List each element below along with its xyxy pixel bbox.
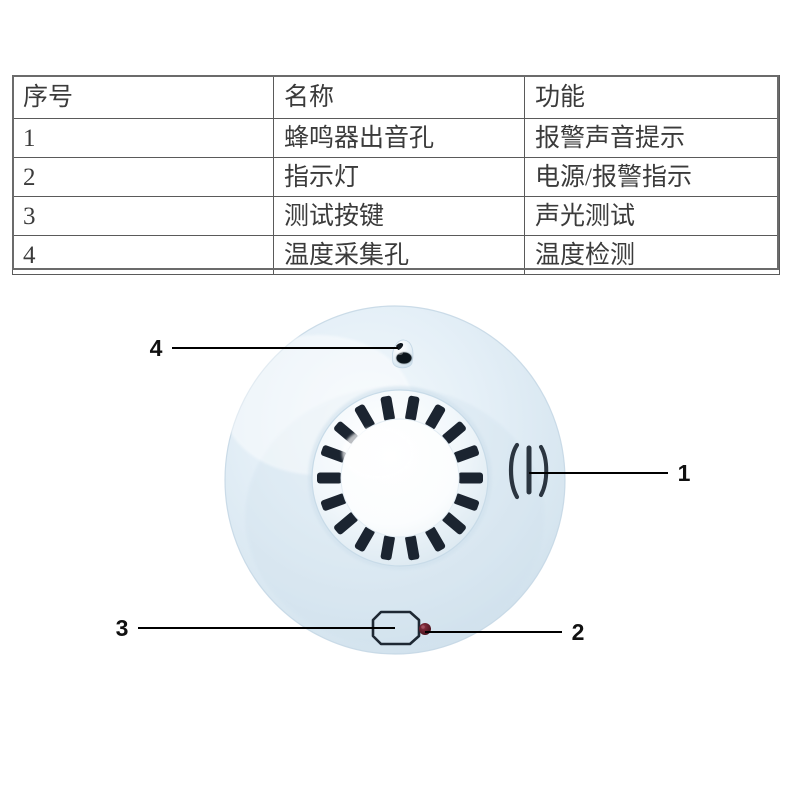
table-row: 1 蜂鸣器出音孔 报警声音提示 [12, 118, 780, 158]
callout-leader-lines [138, 347, 668, 633]
vent-slot [380, 534, 395, 561]
cell-name: 蜂鸣器出音孔 [273, 118, 525, 158]
temperature-sensor-hole [391, 339, 414, 369]
vent-slot [317, 472, 342, 484]
vent-slot [405, 534, 420, 561]
smoke-detector-diagram: 4 1 3 2 [0, 285, 800, 705]
callout-number-4: 4 [150, 335, 163, 361]
vent-slot [458, 472, 483, 484]
cell-function: 温度检测 [524, 235, 780, 275]
table-header-row: 序号 名称 功能 [12, 75, 780, 119]
callout-number-1: 1 [678, 460, 691, 486]
vent-slot [425, 404, 446, 430]
cell-index: 4 [12, 235, 274, 275]
vent-slot-ring [317, 395, 483, 561]
cell-function: 电源/报警指示 [524, 157, 780, 197]
callout-number-3: 3 [116, 615, 129, 641]
test-button[interactable] [371, 610, 421, 646]
vent-slot [425, 526, 446, 552]
table-row: 4 温度采集孔 温度检测 [12, 235, 780, 275]
parts-table-container: 序号 名称 功能 1 蜂鸣器出音孔 报警声音提示 2 指示灯 电源/报警指示 3… [12, 75, 780, 275]
cell-name: 指示灯 [273, 157, 525, 197]
cell-name: 温度采集孔 [273, 235, 525, 275]
vent-slot [380, 395, 395, 422]
cell-index: 3 [12, 196, 274, 236]
sensor-dome [308, 386, 492, 570]
callout-number-2: 2 [572, 619, 585, 645]
column-header-function: 功能 [524, 75, 780, 119]
buzzer-sound-hole-icon [508, 442, 549, 500]
vent-slot [320, 445, 347, 463]
vent-slot [442, 512, 466, 535]
column-header-index: 序号 [12, 75, 274, 119]
cell-index: 2 [12, 157, 274, 197]
detector-illustration: 4 1 3 2 [116, 305, 691, 655]
vent-slot [320, 493, 347, 511]
cell-function: 声光测试 [524, 196, 780, 236]
table-row: 2 指示灯 电源/报警指示 [12, 157, 780, 197]
vent-slot [453, 445, 480, 463]
table-row: 3 测试按键 声光测试 [12, 196, 780, 236]
parts-table: 序号 名称 功能 1 蜂鸣器出音孔 报警声音提示 2 指示灯 电源/报警指示 3… [12, 75, 780, 275]
cell-index: 1 [12, 118, 274, 158]
cell-function: 报警声音提示 [524, 118, 780, 158]
vent-slot [354, 404, 375, 430]
cell-name: 测试按键 [273, 196, 525, 236]
vent-slot [405, 395, 420, 422]
vent-slot [334, 512, 358, 535]
vent-slot [354, 526, 375, 552]
column-header-name: 名称 [273, 75, 525, 119]
vent-slot [442, 421, 466, 444]
indicator-led [419, 623, 431, 635]
vent-slot [453, 493, 480, 511]
